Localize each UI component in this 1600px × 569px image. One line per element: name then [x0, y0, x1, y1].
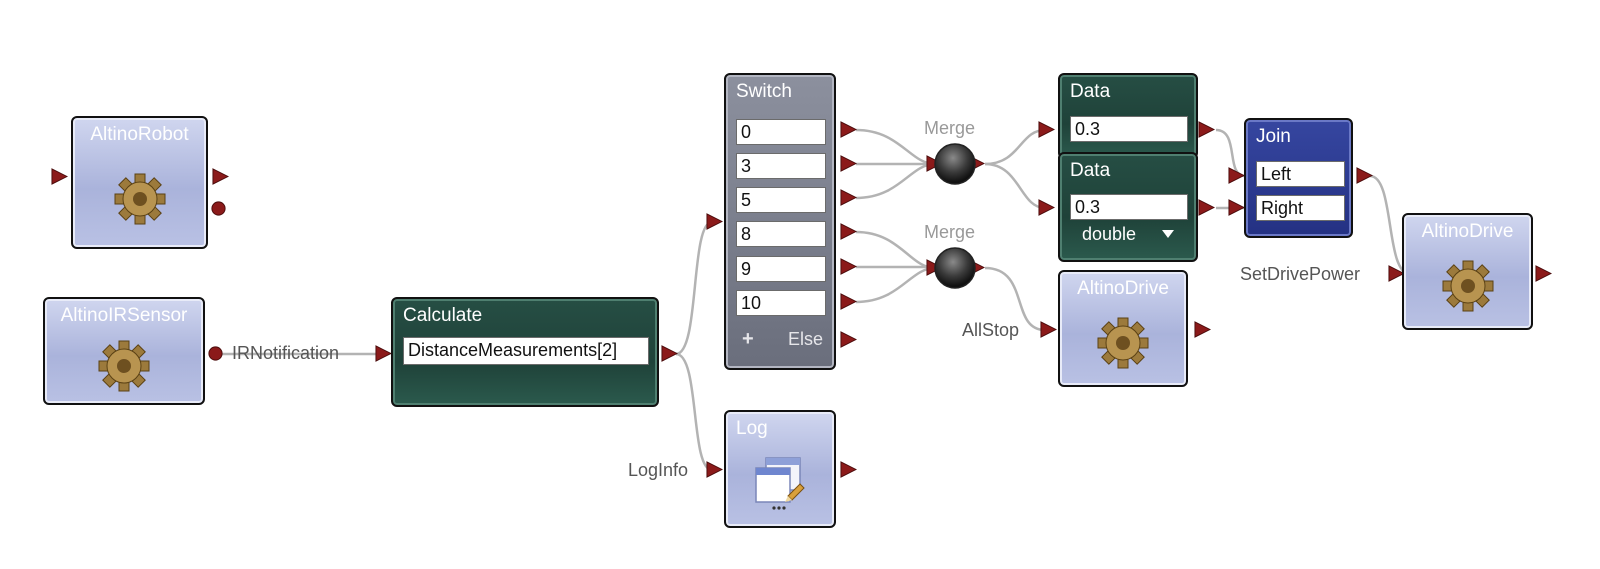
merge-top-label: Merge [924, 118, 976, 138]
join-right-input[interactable]: Right [1256, 195, 1345, 221]
join-left-input[interactable]: Left [1256, 161, 1345, 187]
altino-robot-block[interactable]: AltinoRobot [71, 116, 208, 249]
join-title: Join [1256, 126, 1291, 147]
ir-notification-label: IRNotification [232, 343, 340, 363]
add-case-button[interactable]: + [742, 328, 754, 350]
altino-drive-right-title: AltinoDrive [1421, 221, 1514, 242]
chevron-down-icon [1162, 230, 1174, 238]
join-block[interactable]: Join Left Right [1244, 118, 1353, 238]
altino-drive-mid-block[interactable]: AltinoDrive [1058, 270, 1188, 387]
merge-top-node [934, 143, 976, 185]
log-window-icon [755, 457, 805, 510]
switch-case-input[interactable]: 5 [736, 187, 826, 213]
altino-robot-title: AltinoRobot [90, 124, 189, 145]
switch-case-input[interactable]: 8 [736, 221, 826, 247]
gear-icon [1097, 317, 1149, 369]
data-type-value: double [1082, 224, 1137, 244]
switch-case-input[interactable]: 9 [736, 256, 826, 282]
log-info-label: LogInfo [628, 460, 689, 480]
data-top-value-input[interactable]: 0.3 [1070, 116, 1188, 142]
data-bottom-value-input[interactable]: 0.3 [1070, 194, 1188, 220]
switch-block[interactable]: Switch 0 3 5 8 9 10 + Else [724, 73, 836, 370]
data-top-title: Data [1070, 81, 1111, 102]
merge-bottom-node [934, 247, 976, 289]
switch-else-label: Else [788, 329, 824, 349]
gear-icon [1442, 260, 1493, 312]
calculate-title: Calculate [403, 305, 483, 326]
merge-bottom-label: Merge [924, 222, 976, 242]
log-title: Log [736, 418, 768, 439]
altino-drive-right-block[interactable]: AltinoDrive [1402, 213, 1533, 330]
switch-case-input[interactable]: 0 [736, 119, 826, 145]
gear-icon [114, 173, 165, 225]
switch-title: Switch [736, 81, 792, 102]
log-block[interactable]: Log [724, 410, 836, 528]
altino-ir-sensor-block[interactable]: AltinoIRSensor [43, 297, 205, 405]
data-type-dropdown[interactable]: double [1082, 224, 1182, 248]
switch-case-input[interactable]: 3 [736, 153, 826, 179]
altino-drive-mid-title: AltinoDrive [1077, 278, 1169, 299]
calculate-expression-input[interactable]: DistanceMeasurements[2] [403, 337, 649, 365]
switch-case-input[interactable]: 10 [736, 290, 826, 316]
gear-icon [98, 340, 150, 392]
data-bottom-block[interactable]: Data 0.3 double [1058, 152, 1198, 262]
data-bottom-title: Data [1070, 160, 1111, 181]
set-drive-power-label: SetDrivePower [1240, 264, 1361, 284]
altino-ir-sensor-title: AltinoIRSensor [60, 305, 188, 326]
calculate-block[interactable]: Calculate DistanceMeasurements[2] [391, 297, 659, 407]
data-top-block[interactable]: Data 0.3 [1058, 73, 1198, 159]
all-stop-label: AllStop [962, 320, 1020, 340]
